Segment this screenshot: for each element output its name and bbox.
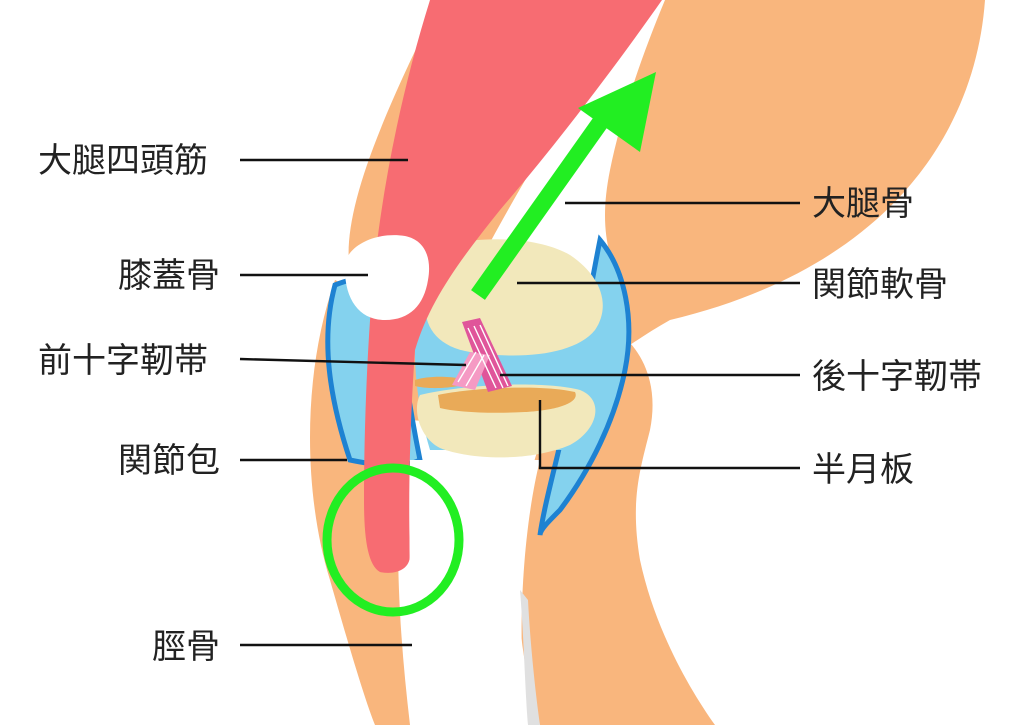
label-pcl: 後十字靭帯 — [812, 357, 982, 397]
label-tibia: 脛骨 — [152, 627, 220, 667]
label-cartilage: 関節軟骨 — [812, 265, 948, 305]
leader-lines — [239, 158, 800, 647]
green-circle-highlight-icon — [322, 463, 464, 617]
label-capsule: 関節包 — [118, 441, 220, 481]
label-acl: 前十字靭帯 — [38, 341, 208, 381]
label-meniscus: 半月板 — [812, 450, 914, 490]
meniscus-shape — [438, 387, 576, 413]
label-patella: 膝蓋骨 — [118, 256, 220, 296]
tibia-bone — [409, 460, 540, 725]
label-quadriceps: 大腿四頭筋 — [38, 141, 208, 181]
label-femur: 大腿骨 — [812, 184, 914, 224]
patella-bone — [344, 235, 430, 320]
fibula-shadow — [520, 590, 540, 725]
green-up-right-arrow-icon — [471, 72, 656, 300]
quadriceps-muscle — [364, 0, 662, 573]
